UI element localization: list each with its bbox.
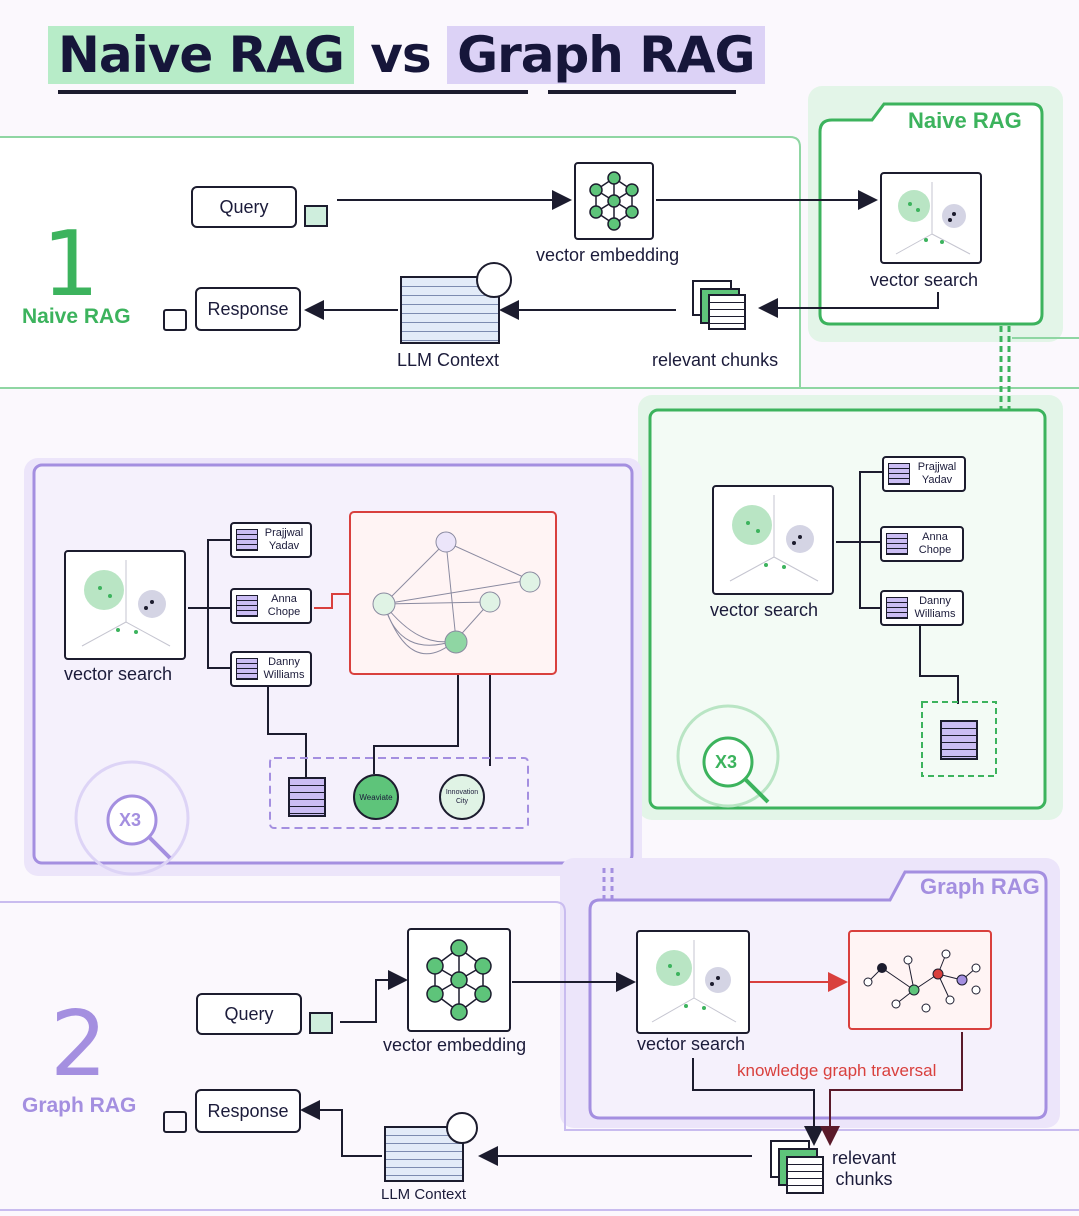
network-icon — [426, 939, 492, 1021]
graph-embedding-label: vector embedding — [383, 1035, 527, 1055]
title-vs: vs — [370, 26, 431, 84]
naive-detail-search-label: vector search — [710, 600, 819, 620]
naive-name-tag-3: Danny Williams — [880, 590, 964, 626]
title-underline — [58, 90, 736, 94]
weaviate-node: Weaviate — [353, 774, 399, 820]
naive-embedding-label: vector embedding — [536, 245, 680, 265]
vector-space-icon — [81, 560, 171, 647]
network-icon — [589, 171, 639, 231]
naive-query-box: Query — [191, 186, 297, 228]
graph-zoom-label: X3 — [119, 810, 142, 830]
naive-llm-context-label: LLM Context — [397, 350, 500, 370]
naive-result-document-icon — [940, 720, 978, 760]
document-icon — [886, 597, 908, 619]
document-icon — [236, 529, 258, 551]
naive-zoom-label: X3 — [715, 752, 738, 772]
naive-embedding-icon-box — [574, 162, 654, 240]
graph-embedding-icon-box — [407, 928, 511, 1032]
title-naive-rag: Naive RAG — [48, 26, 354, 84]
document-icon — [236, 658, 258, 680]
graph-result-document-icon — [288, 777, 326, 817]
graph-query-label: Query — [224, 1003, 274, 1024]
naive-name-tag-1: Prajjwal Yadav — [882, 456, 966, 492]
graph-chunks-icon — [770, 1140, 830, 1196]
graph-name-tag-1: Prajjwal Yadav — [230, 522, 312, 558]
graph-name-tag-3: Danny Williams — [230, 651, 312, 687]
graph-search-label: vector search — [637, 1034, 746, 1054]
graph-tab-title: Graph RAG — [920, 874, 1040, 899]
document-icon — [236, 595, 258, 617]
document-icon — [886, 533, 908, 555]
page-title: Naive RAG vs Graph RAG — [48, 26, 765, 84]
user-icon — [304, 205, 328, 227]
vector-space-icon — [895, 182, 971, 255]
graph-step-number: 2 — [50, 992, 108, 1097]
document-icon — [888, 463, 910, 485]
magnifier-icon — [676, 704, 780, 808]
naive-rag-label: Naive RAG — [22, 305, 131, 328]
naive-tab-title: Naive RAG — [908, 108, 1022, 133]
graph-badge-icon — [446, 1112, 478, 1144]
graph-name-tag-2: Anna Chope — [230, 588, 312, 624]
innovation-city-node: Innovation City — [439, 774, 485, 820]
naive-detail-search-icon — [712, 485, 834, 595]
graph-badge-icon — [476, 262, 512, 298]
gear-icon — [163, 1111, 187, 1133]
knowledge-graph-icon — [863, 949, 981, 1013]
vector-space-icon — [729, 495, 819, 582]
magnifier-icon — [74, 760, 190, 876]
naive-search-icon-box — [880, 172, 982, 264]
graph-chunks-label: relevant chunks — [832, 1148, 897, 1189]
naive-response-label: Response — [207, 298, 289, 319]
naive-query-label: Query — [219, 196, 269, 217]
graph-response-box: Response — [195, 1089, 301, 1133]
graph-llm-context-label: LLM Context — [381, 1186, 467, 1203]
naive-search-label: vector search — [870, 270, 979, 290]
knowledge-graph-traversal-label: knowledge graph traversal — [737, 1061, 937, 1080]
graph-detail-search-label: vector search — [64, 664, 173, 684]
user-icon — [309, 1012, 333, 1034]
graph-query-box: Query — [196, 993, 302, 1035]
naive-step-number: 1 — [42, 212, 100, 317]
title-graph-rag: Graph RAG — [447, 26, 765, 84]
naive-chunks-icon — [692, 280, 752, 330]
graph-detail-search-icon — [64, 550, 186, 660]
vector-space-icon — [651, 940, 737, 1023]
graph-response-label: Response — [207, 1100, 289, 1121]
gear-icon — [163, 309, 187, 331]
naive-response-box: Response — [195, 287, 301, 331]
naive-name-tag-2: Anna Chope — [880, 526, 964, 562]
graph-rag-label: Graph RAG — [22, 1094, 137, 1117]
naive-chunks-label: relevant chunks — [652, 350, 779, 370]
graph-search-icon-box — [636, 930, 750, 1034]
knowledge-graph-box — [848, 930, 992, 1030]
